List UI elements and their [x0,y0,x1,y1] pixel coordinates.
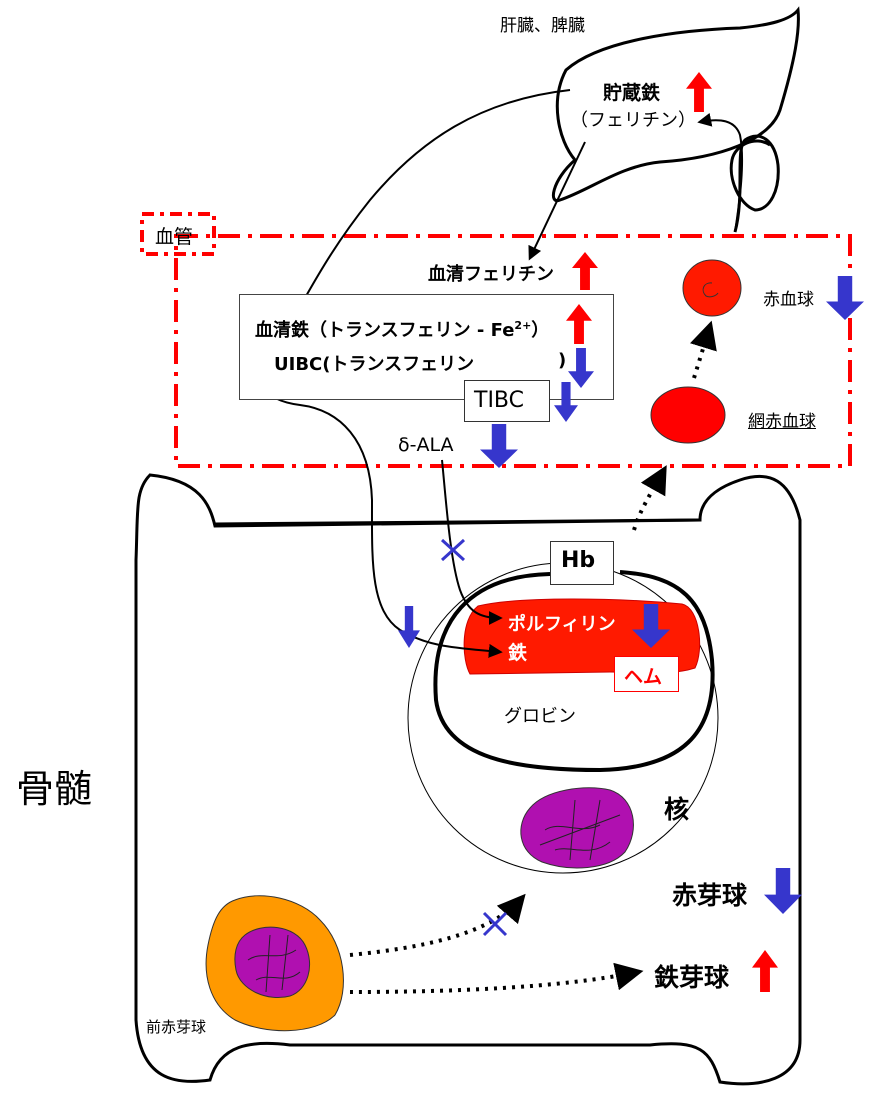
down-arrow-icon [568,348,594,388]
trend-arrow-svg [566,304,592,344]
hb-label: Hb [561,548,596,573]
tibc-label: TIBC [474,388,524,413]
serum-iron-sup: 2+ [514,319,532,332]
arrow-ala-to-porphyrin [441,459,503,625]
spleen-outline [729,134,780,233]
trend-arrow-svg [826,276,864,320]
nucleus-label: 核 [664,795,690,824]
tibc-trend-arrow [554,382,578,422]
serum-ferritin-trend-arrow [572,252,598,290]
porphyrin-label: ポルフィリン [508,614,616,635]
iron-label: 鉄 [508,642,528,664]
rbc-label: 赤血球 [763,290,814,310]
rbc-cell [682,259,742,317]
serum-iron-close: ） [531,320,550,341]
up-arrow-icon [752,950,778,992]
serum-iron-label: 血清鉄（トランスフェリン - Fe2+） [255,316,549,342]
storage-iron-sub: （フェリチン） [570,110,696,131]
hb-box [550,541,614,585]
trend-arrow-svg [568,348,594,388]
ala-trend-arrow [480,424,518,468]
uibc-label: UIBC(トランスフェリン [274,354,475,375]
rbc-trend-arrow [826,276,864,320]
nucleus-chromatin [539,799,621,861]
trend-arrow-svg [764,868,802,914]
trend-arrow-svg [554,382,578,422]
down-arrow-icon [554,382,578,422]
arrow-storage-to-serum-iron [296,89,571,313]
trend-arrow-svg [398,606,420,648]
uibc-trend-arrow [568,348,594,388]
heme-label: ヘム [624,666,663,688]
reticulocyte-cell [650,386,726,444]
serum-iron-box [239,294,614,400]
arrow-storage-to-ferritin [528,141,586,261]
serum-ferritin-label: 血清フェリチン [428,264,554,285]
down-arrow-icon [480,424,518,468]
heme-region [463,598,701,675]
trend-arrow-svg [752,950,778,992]
down-arrow-icon [764,868,802,914]
serum-iron-trend-arrow [566,304,592,344]
iron-entry-trend-arrow [398,606,420,648]
dotted-pro-to-erythroblast [349,893,526,957]
trend-arrow-svg [632,604,670,648]
trend-arrow-svg [686,72,712,112]
ala-label: δ-ALA [398,434,454,456]
erythroblast-label: 赤芽球 [672,881,748,910]
storage-iron-label: 貯蔵鉄 [603,82,661,104]
up-arrow-icon [572,252,598,290]
hb-outline [433,570,715,773]
vessel-label-frame [140,212,216,256]
down-arrow-icon [632,604,670,648]
uibc-close: ) [558,350,567,371]
marrow-top-line [214,518,701,526]
up-arrow-icon [566,304,592,344]
rbc-center [702,282,719,298]
down-arrow-icon [826,276,864,320]
proerythroblast-chromatin [247,934,301,993]
marrow-cell-outline [134,473,802,1086]
liver-spleen-label: 肝臓、脾臓 [500,16,585,36]
trend-arrow-svg [480,424,518,468]
sideroblast-label: 鉄芽球 [654,963,730,992]
storage-iron-trend-arrow [686,72,712,112]
sideroblast-trend-arrow [752,950,778,992]
up-arrow-icon [686,72,712,112]
proerythroblast-nucleus [234,926,311,998]
tibc-box [464,380,550,422]
globin-label: グロビン [504,706,576,727]
dotted-retic-to-rbc [690,320,717,379]
block-x-ala [440,538,466,562]
heme-box [614,656,679,692]
arrow-spleen-to-storage [697,112,744,233]
down-arrow-icon [398,606,420,648]
proerythroblast-label: 前赤芽球 [146,1018,207,1036]
vessel-boundary [174,234,852,468]
erythroblast-trend-arrow [764,868,802,914]
serum-iron-text: 血清鉄（トランスフェリン - Fe [255,320,515,341]
bone-marrow-label: 骨髄 [16,767,93,811]
trend-arrow-svg [572,252,598,290]
reticulocyte-label: 網赤血球 [748,412,816,432]
vessel-label: 血管 [155,226,194,248]
block-x-pro [482,911,508,937]
dotted-pro-to-sideroblast [349,962,644,994]
arrow-serum-iron-to-heme [258,351,503,658]
porphyrin-trend-arrow [632,604,670,648]
